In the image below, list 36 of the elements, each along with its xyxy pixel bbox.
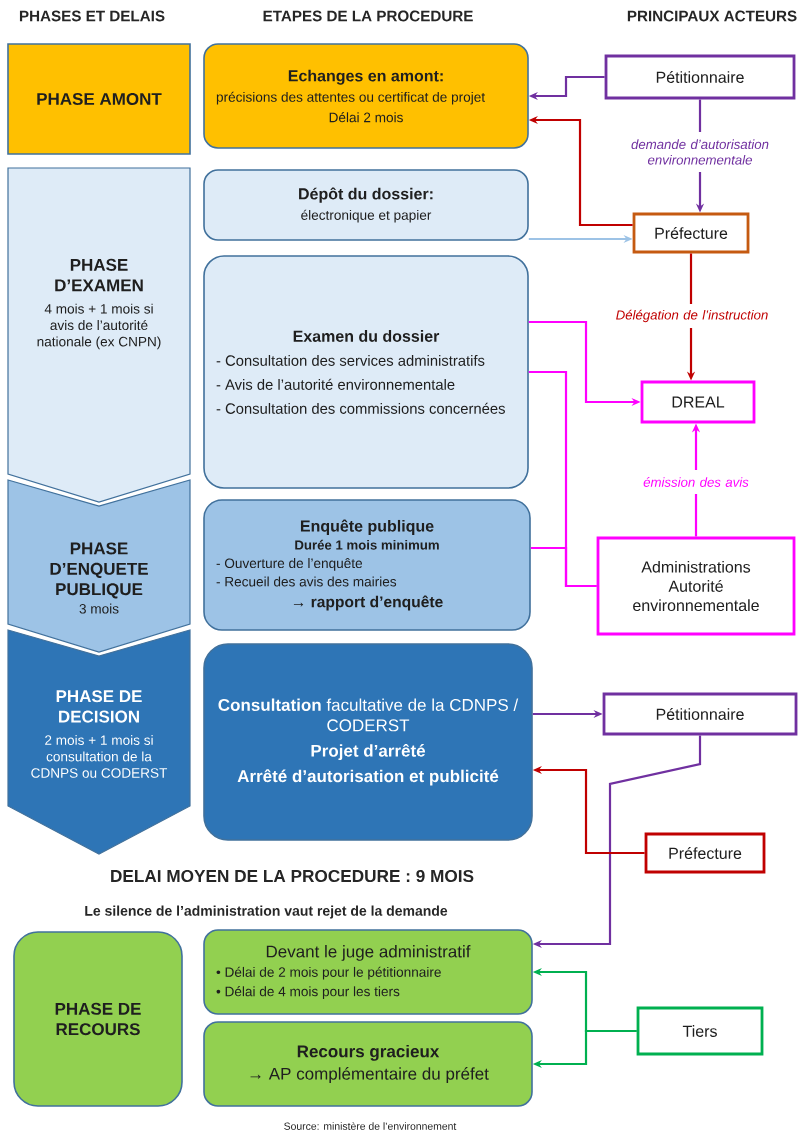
connector-line bbox=[530, 546, 597, 588]
phase-name: PHASE DE DECISION bbox=[56, 690, 142, 723]
phase-box bbox=[7, 479, 191, 653]
box-text: → AP complémentaire du préfet bbox=[250, 1067, 489, 1084]
box-heading: Dépôt du dossier: bbox=[299, 187, 433, 203]
actor-box bbox=[596, 536, 796, 636]
step-box bbox=[203, 643, 533, 841]
actor-box: Pétitionnaire bbox=[602, 692, 798, 736]
box-heading: Devant le juge administratif bbox=[266, 945, 471, 961]
phase-box: PHASE DE RECOURS bbox=[13, 931, 183, 1107]
actor-name: Autorité environnementale bbox=[633, 579, 759, 612]
step-box bbox=[203, 929, 533, 1015]
phase-box: PHASE AMONT bbox=[7, 43, 191, 155]
step-box bbox=[203, 255, 529, 489]
box-text: Projet d’arrêté bbox=[311, 743, 426, 761]
box-text: Consultation facultative de la CDNPS / CODERST bbox=[218, 698, 519, 732]
actor-box: Tiers bbox=[636, 1006, 764, 1056]
phase-box bbox=[7, 167, 191, 503]
actor-box: Pétitionnaire bbox=[604, 54, 796, 100]
phase-name: PHASE D’ENQUETE PUBLIQUE bbox=[50, 542, 148, 599]
box-heading: Recours gracieux bbox=[297, 1044, 440, 1061]
actor-box: Préfecture bbox=[632, 212, 750, 254]
step-box bbox=[203, 169, 529, 241]
box-heading: Enquête publique bbox=[300, 519, 434, 535]
box-heading: Echanges en amont: bbox=[288, 69, 443, 85]
phase-name: PHASE D’EXAMEN bbox=[55, 258, 143, 292]
step-box bbox=[203, 1021, 533, 1107]
step-box bbox=[203, 499, 531, 631]
actor-box: Préfecture bbox=[644, 832, 766, 874]
box-text: Arrêté d’autorisation et publicité bbox=[237, 769, 499, 786]
phase-box bbox=[7, 629, 191, 855]
step-box bbox=[203, 43, 529, 149]
box-heading: Examen du dossier bbox=[293, 330, 440, 342]
duration-note: DELAI MOYEN DE LA PROCEDURE : 9 MOIS bbox=[111, 869, 474, 883]
actor-name: Administrations bbox=[641, 560, 751, 573]
actor-box: DREAL bbox=[640, 380, 756, 424]
